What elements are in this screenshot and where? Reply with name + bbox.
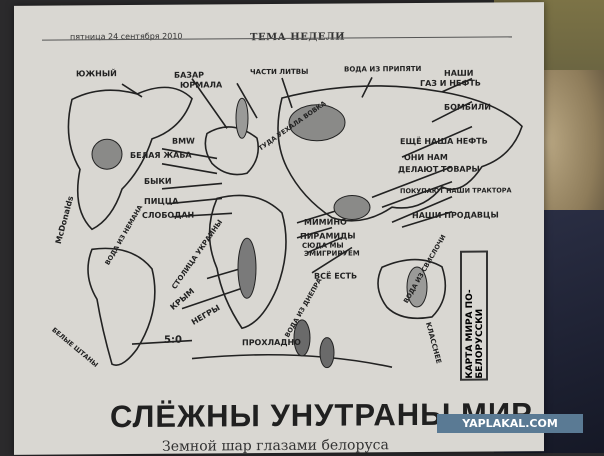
penguin-2	[319, 337, 335, 369]
label-cool: ПРОХЛАДНО	[242, 337, 301, 348]
europe	[204, 126, 260, 176]
south-america	[87, 247, 156, 366]
bear-drawing	[288, 104, 346, 142]
label-bombed: БОМБИЛИ	[444, 102, 491, 112]
label-bmw: BMW	[172, 136, 195, 146]
site-watermark: YAPLAKAL.COM	[437, 414, 583, 433]
label-make-goods: ДЕЛАЮТ ТОВАРЫ	[398, 164, 480, 175]
label-they-us: ОНИ НАМ	[404, 152, 448, 163]
label-bazaar: БАЗАР	[174, 70, 205, 80]
antarctica	[191, 353, 393, 368]
label-pyramids: ПИРАМИДЫ	[300, 231, 356, 241]
label-more-oil: ЕЩЁ НАША НЕФТЬ	[400, 136, 488, 147]
africa	[208, 194, 287, 330]
label-emigrate: ЭМИГРИРУЕМ	[304, 249, 360, 258]
kangaroo-drawing	[406, 266, 428, 308]
subheadline: Земной шар глазами белоруса	[162, 437, 389, 455]
label-score: 5:0	[164, 334, 182, 346]
label-jurmala: ЮРМАЛА	[180, 80, 223, 90]
hare-drawing	[235, 97, 249, 139]
label-pripyat: ВОДА ИЗ ПРИПЯТИ	[344, 65, 422, 74]
african-figure	[237, 237, 257, 299]
label-south: ЮЖНЫЙ	[76, 69, 117, 79]
label-pizza: ПИЦЦА	[144, 196, 179, 206]
label-white-toad: БЕЛАЯ ЖАБА	[130, 150, 192, 161]
map-caption: КАРТА МИРА ПО-БЕЛОРУССКИ	[465, 289, 485, 379]
label-our-sellers: НАШИ ПРОДАВЦЫ	[412, 210, 499, 221]
mammoth-drawing	[333, 194, 371, 220]
world-map-illustration	[67, 76, 523, 369]
penguin-1	[293, 319, 311, 357]
label-buy-tractors: ПОКУПАЮТ НАШИ ТРАКТОРА	[400, 186, 512, 196]
label-mimino: МИМИНО	[304, 217, 347, 227]
label-gas-oil: ГАЗ И НЕФТЬ	[420, 78, 481, 89]
australia	[377, 258, 447, 320]
label-bulls: БЫКИ	[144, 176, 172, 186]
cowboy-figure	[91, 138, 123, 170]
map-caption-box: КАРТА МИРА ПО-БЕЛОРУССКИ	[460, 250, 488, 381]
north-america	[67, 86, 193, 231]
label-lithuania: ЧАСТИ ЛИТВЫ	[250, 67, 309, 77]
label-slobodan: СЛОБОДАН	[142, 210, 195, 220]
label-ours: НАШИ	[444, 68, 474, 78]
newspaper-page: пятница 24 сентября 2010 ТЕМА НЕДЕЛИ	[14, 2, 544, 455]
